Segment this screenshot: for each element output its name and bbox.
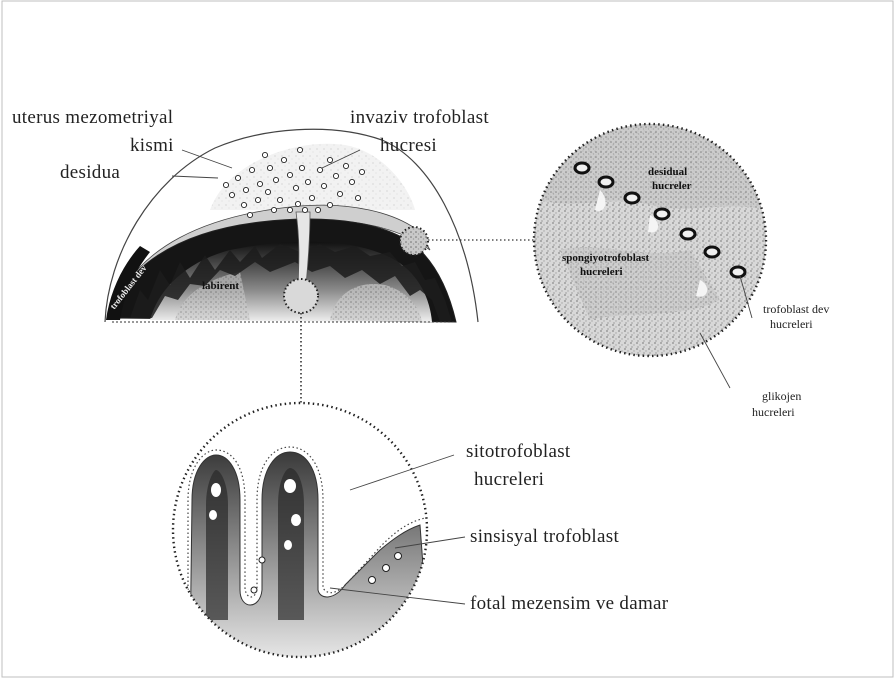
label-desidua: desidua [60, 163, 120, 182]
label-uterus-line1: uterus mezometriyal [12, 108, 173, 127]
label-sinsisyal: sinsisyal trofoblast [470, 527, 619, 546]
label-invaziv-line1: invaziv trofoblast [350, 108, 489, 127]
label-sito-line2: hucreleri [474, 470, 544, 489]
label-trofoblast-dev-line1: trofoblast dev [763, 303, 829, 315]
label-labirent: labirent [202, 280, 239, 292]
label-glikojen-line2: hucreleri [752, 406, 795, 418]
label-sito-line1: sitotrofoblast [466, 442, 570, 461]
zoom-origin-bottom [284, 279, 318, 313]
zoom-origin-right [400, 227, 428, 255]
label-spongio-line2: hucreleri [580, 266, 623, 278]
label-desidual-line2: hucreler [652, 180, 692, 192]
label-glikojen-line1: glikojen [762, 390, 801, 402]
villus-zoom-circle [170, 400, 430, 660]
label-spongio-line1: spongiyotrofoblast [562, 252, 649, 264]
label-uterus-line2: kismi [130, 136, 174, 155]
label-invaziv-line2: hucresi [380, 136, 437, 155]
label-trofoblast-dev-line2: hucreleri [770, 318, 813, 330]
decidua-zoom-circle [530, 120, 770, 360]
label-fotal: fotal mezensim ve damar [470, 594, 668, 613]
label-desidual-line1: desidual [648, 166, 687, 178]
